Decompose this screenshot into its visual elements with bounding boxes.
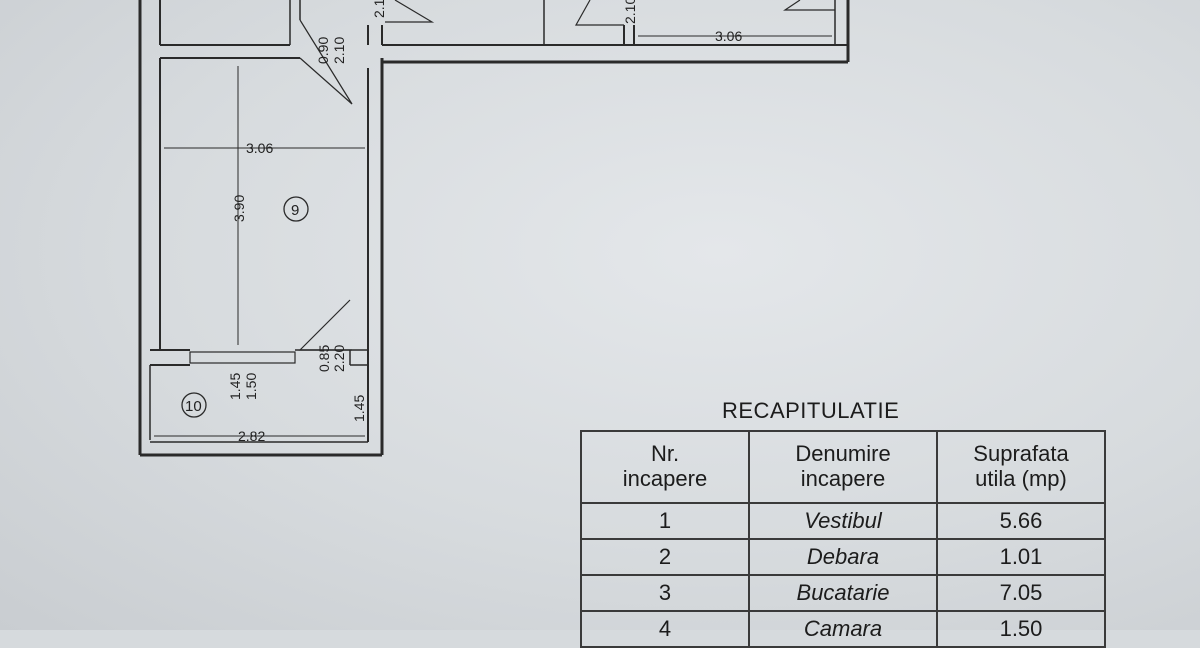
row-nr: 1 (580, 502, 750, 540)
room10-circle (181, 392, 207, 418)
floor-plan-drawing: 3.06 3.90 2.82 3.06 2.10 2.10 0.90 2.10 … (138, 0, 850, 457)
row-nr: 2 (580, 538, 750, 576)
dimension-lines (154, 0, 832, 437)
dim-window-room10-2: 1.50 (243, 373, 259, 400)
header-nr: Nr. incapere (580, 430, 750, 504)
room9-label: 9 (291, 202, 299, 219)
row-nr: 4 (580, 610, 750, 648)
dim-room10-side: 1.45 (351, 395, 367, 422)
table-row: 3 Bucatarie 7.05 (580, 574, 1106, 612)
table-row: 1 Vestibul 5.66 (580, 502, 1106, 540)
table-row: 2 Debara 1.01 (580, 538, 1106, 576)
dim-window-room10-1: 1.45 (227, 373, 243, 400)
row-area: 5.66 (936, 502, 1106, 540)
header-name-line2: incapere (800, 466, 886, 491)
dim-top-right-width: 3.06 (715, 28, 742, 44)
dim-top-door-height-mid: 2.10 (622, 0, 638, 24)
window-between-rooms (189, 351, 296, 364)
header-area-line1: Suprafata (973, 441, 1069, 467)
door-swing-room9-top (299, 19, 353, 105)
room9-circle (283, 196, 309, 222)
dim-door-room10-height: 2.20 (331, 345, 347, 372)
header-nr-line2: incapere (622, 466, 708, 491)
door-swing-top-right (783, 0, 835, 11)
dim-room10-width: 2.82 (238, 428, 265, 444)
header-area-line2: utila (mp) (975, 466, 1067, 491)
door-swing-room10 (298, 299, 352, 351)
dim-door-room10-width: 0.85 (316, 345, 332, 372)
row-name: Debara (748, 538, 938, 576)
recap-header-row: Nr. incapere Denumire incapere Suprafata… (580, 430, 1106, 504)
header-nr-line1: Nr. (650, 441, 680, 467)
header-name: Denumire incapere (748, 430, 938, 504)
row-name: Camara (748, 610, 938, 648)
recap-table: Nr. incapere Denumire incapere Suprafata… (580, 430, 1106, 648)
dim-room9-width: 3.06 (246, 140, 273, 156)
dim-door-height-top: 2.10 (331, 37, 347, 64)
row-area: 1.50 (936, 610, 1106, 648)
dim-door-width-top: 0.90 (315, 37, 331, 64)
door-swing-top-left (385, 0, 435, 23)
door-swing-top-mid (574, 0, 624, 26)
recap-title: RECAPITULATIE (722, 398, 900, 423)
row-area: 7.05 (936, 574, 1106, 612)
room10-label: 10 (185, 398, 202, 415)
header-name-line1: Denumire (795, 441, 891, 467)
row-area: 1.01 (936, 538, 1106, 576)
row-name: Bucatarie (748, 574, 938, 612)
table-row: 4 Camara 1.50 (580, 610, 1106, 648)
header-area: Suprafata utila (mp) (936, 430, 1106, 504)
row-name: Vestibul (748, 502, 938, 540)
row-nr: 3 (580, 574, 750, 612)
door-swings (298, 0, 835, 351)
dim-room9-length: 3.90 (231, 195, 247, 222)
dim-top-door-height-left: 2.10 (371, 0, 387, 18)
